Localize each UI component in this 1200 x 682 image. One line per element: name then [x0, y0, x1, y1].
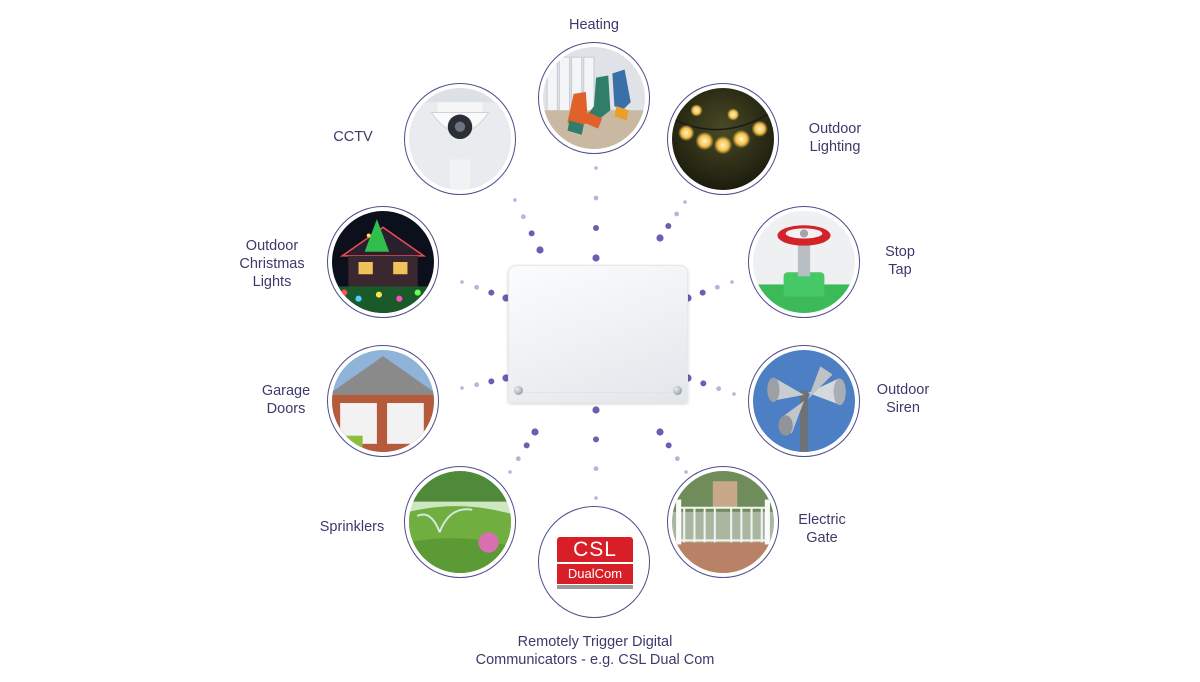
connector-dot: [699, 289, 706, 296]
sprinkler-lawn-icon: [409, 471, 511, 573]
connector-dot: [592, 254, 600, 262]
connector-dot: [502, 294, 510, 302]
string-lights-icon: [672, 88, 774, 190]
csl-logo-underline: [557, 585, 633, 589]
outdoor-siren-label: Outdoor Siren: [866, 381, 940, 417]
connector-dot: [656, 428, 664, 436]
electric-gate-label-line2: Gate: [806, 530, 838, 546]
connector-dot: [460, 280, 464, 284]
outdoor-lighting-circle: [667, 83, 779, 195]
connector-dot: [474, 284, 480, 290]
garage-doors-circle: [327, 345, 439, 457]
siren-horns-icon: [753, 350, 855, 452]
gate-icon: [672, 471, 774, 573]
stop-tap-label-line2: Tap: [888, 262, 912, 278]
connector-dot: [684, 470, 688, 474]
screw-icon: [673, 386, 682, 395]
connector-dot: [523, 442, 530, 449]
outdoor-lighting-label-line1: Outdoor: [808, 121, 862, 137]
connector-dot: [593, 466, 599, 472]
connector-dot: [594, 496, 598, 500]
connector-dot: [665, 223, 672, 229]
connector-dot: [508, 470, 512, 474]
connector-dot: [716, 386, 722, 392]
stop-tap-circle: [748, 206, 860, 318]
christmas-house-icon: [332, 211, 434, 313]
csl-logo-bottom: DualCom: [557, 562, 633, 584]
christmas-lights-label: Outdoor Christmas Lights: [232, 237, 312, 291]
stop-tap-label: Stop Tap: [868, 243, 932, 279]
connector-dot: [732, 392, 736, 396]
connector-dot: [594, 166, 598, 170]
csl-badge: CSL DualCom: [557, 537, 633, 589]
connector-dot: [683, 200, 687, 204]
connector-dot: [592, 406, 600, 414]
electric-gate-label: Electric Gate: [786, 511, 858, 547]
connector-dot: [593, 436, 599, 443]
garage-icon: [332, 350, 434, 452]
csl-logo-top: CSL: [557, 537, 633, 562]
dual-com-circle: CSL DualCom: [538, 506, 650, 618]
garage-doors-label-line1: Garage: [261, 383, 311, 399]
cctv-label: CCTV: [333, 129, 373, 145]
csl-dualcom-logo: CSL DualCom: [543, 511, 645, 613]
electric-gate-label-line1: Electric: [798, 512, 846, 528]
christmas-lights-label-line1: Outdoor: [245, 238, 299, 254]
connector-dot: [593, 195, 599, 201]
outdoor-lighting-label-line2: Lighting: [809, 139, 861, 155]
heating-circle: [538, 42, 650, 154]
connector-dot: [474, 382, 480, 388]
connector-dot: [536, 246, 544, 254]
connector-dot: [730, 280, 734, 284]
connector-dot: [665, 442, 672, 449]
radiator-socks-icon: [543, 47, 645, 149]
garage-doors-label: Garage Doors: [246, 382, 326, 418]
sprinklers-label: Sprinklers: [319, 519, 385, 535]
dome-camera-icon: [409, 88, 511, 190]
connector-dot: [515, 456, 521, 462]
outdoor-siren-label-line2: Siren: [886, 400, 920, 416]
christmas-lights-label-line2: Christmas: [239, 256, 305, 272]
connector-dot: [674, 211, 680, 217]
connector-dot: [502, 374, 510, 382]
connector-dot: [714, 284, 720, 290]
control-unit-seam: [516, 392, 680, 393]
valve-icon: [753, 211, 855, 313]
screw-icon: [514, 386, 523, 395]
electric-gate-circle: [667, 466, 779, 578]
connector-dot: [700, 380, 707, 387]
outdoor-siren-label-line1: Outdoor: [876, 382, 930, 398]
connector-dot: [593, 225, 599, 231]
outdoor-lighting-label: Outdoor Lighting: [796, 120, 874, 156]
cctv-circle: [404, 83, 516, 195]
outdoor-siren-circle: [748, 345, 860, 457]
connector-dot: [460, 386, 464, 390]
dual-com-label-line2: Communicators - e.g. CSL Dual Com: [475, 652, 715, 668]
connector-dot: [674, 456, 680, 462]
control-unit: [508, 265, 688, 403]
connector-dot: [528, 230, 535, 237]
connector-dot: [656, 234, 664, 242]
connector-dot: [488, 289, 495, 296]
stop-tap-label-line1: Stop: [885, 244, 915, 260]
connector-dot: [513, 198, 517, 202]
dual-com-label: Remotely Trigger Digital Communicators -…: [440, 633, 750, 669]
garage-doors-label-line2: Doors: [266, 401, 306, 417]
connector-dot: [520, 214, 526, 220]
christmas-lights-label-line3: Lights: [252, 274, 292, 290]
heating-label: Heating: [569, 17, 619, 33]
sprinklers-circle: [404, 466, 516, 578]
connector-dot: [488, 378, 495, 385]
connector-dot: [531, 428, 539, 436]
dual-com-label-line1: Remotely Trigger Digital: [517, 634, 673, 650]
christmas-lights-circle: [327, 206, 439, 318]
